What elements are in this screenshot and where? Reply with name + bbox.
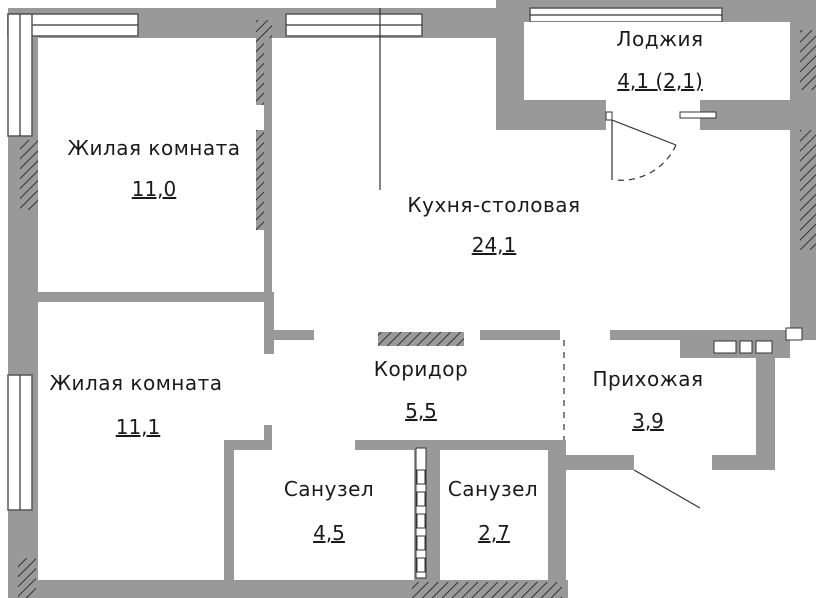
room-area-bedroom-1: 11,0 (132, 177, 177, 201)
room-label-bathroom-2: Санузел (448, 477, 538, 501)
room-area-corridor: 5,5 (405, 399, 437, 423)
labels: Жилая комната 11,0 Кухня-столовая 24,1 Л… (49, 27, 703, 545)
room-area-bathroom-1: 4,5 (313, 521, 345, 545)
windows (7, 7, 723, 511)
room-floors (38, 22, 790, 580)
room-area-bathroom-2: 2,7 (478, 521, 510, 545)
vent-shaft (415, 447, 427, 579)
cabinet (680, 327, 803, 358)
room-label-bathroom-1: Санузел (284, 477, 374, 501)
room-label-kitchen: Кухня-столовая (407, 193, 580, 217)
room-label-loggia: Лоджия (616, 27, 703, 51)
thin-lines (379, 8, 701, 509)
room-label-bedroom-2: Жилая комната (49, 371, 222, 395)
room-label-corridor: Коридор (374, 357, 468, 381)
room-area-kitchen: 24,1 (472, 233, 517, 257)
room-label-hallway: Прихожая (592, 367, 703, 391)
room-area-bedroom-2: 11,1 (116, 415, 161, 439)
room-area-hallway: 3,9 (632, 409, 664, 433)
room-area-loggia: 4,1 (2,1) (617, 69, 703, 93)
room-label-bedroom-1: Жилая комната (67, 136, 240, 160)
outer-walls (8, 0, 816, 598)
